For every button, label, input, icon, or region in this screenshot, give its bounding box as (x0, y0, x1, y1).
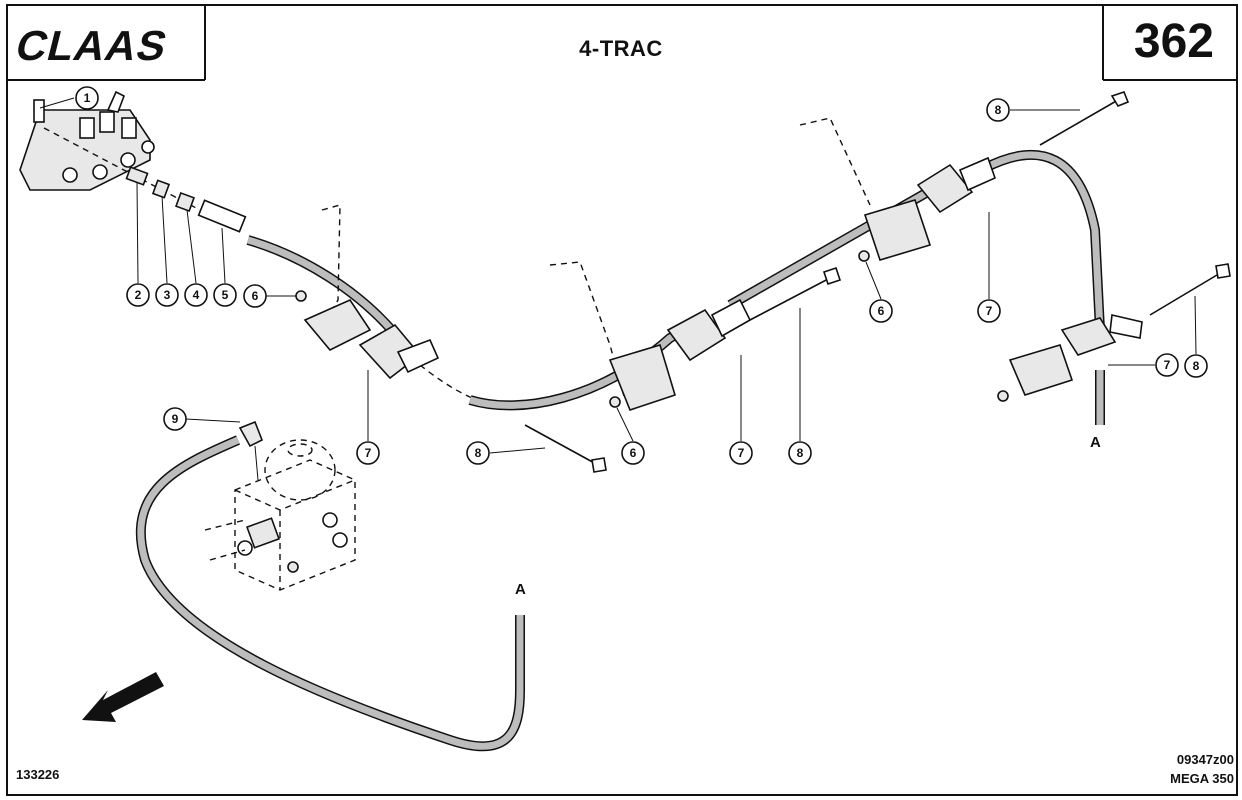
valve-block-lower (204, 420, 356, 591)
connection-label-a-upper: A (1090, 434, 1101, 451)
callout-1: 1 (75, 86, 99, 110)
callout-7-center: 7 (729, 441, 753, 465)
pipe-fittings (125, 166, 247, 233)
svg-text:7: 7 (365, 446, 372, 460)
svg-text:5: 5 (222, 288, 229, 302)
svg-text:3: 3 (164, 288, 171, 302)
callout-6-center: 6 (621, 441, 645, 465)
callout-8-right: 8 (1184, 354, 1208, 378)
callout-5: 5 (213, 283, 237, 307)
svg-text:6: 6 (630, 446, 637, 460)
pipe-clamps (358, 156, 1143, 396)
svg-text:8: 8 (797, 446, 804, 460)
callout-6-right: 6 (869, 299, 893, 323)
callout-7-left: 7 (356, 441, 380, 465)
svg-text:6: 6 (252, 289, 259, 303)
direction-arrow (82, 672, 164, 722)
hydraulic-pipe-main (246, 149, 1105, 425)
connection-label-a-lower: A (515, 581, 526, 598)
callout-3: 3 (155, 283, 179, 307)
drawing-sheet (6, 4, 1238, 796)
nuts (295, 250, 1009, 408)
svg-text:7: 7 (1164, 358, 1171, 372)
svg-text:4: 4 (193, 288, 200, 302)
drawing-reference-code: 09347z00 (1176, 752, 1234, 767)
svg-text:8: 8 (1193, 359, 1200, 373)
header-frame (8, 6, 1236, 81)
svg-text:CLAAS: CLAAS (11, 23, 172, 70)
bolts (524, 91, 1231, 473)
machine-model: MEGA 350 (1170, 771, 1234, 786)
callout-8-center: 8 (788, 441, 812, 465)
mounting-brackets (303, 117, 932, 411)
page-title: 4-TRAC (579, 36, 663, 61)
drawing-reference-left: 133226 (16, 767, 60, 782)
callout-4: 4 (184, 283, 208, 307)
svg-text:7: 7 (986, 304, 993, 318)
claas-logo: CLAAS (11, 23, 172, 70)
svg-text:2: 2 (135, 288, 142, 302)
callout-8-top: 8 (986, 98, 1010, 122)
callout-9: 9 (163, 407, 187, 431)
callout-2: 2 (126, 283, 150, 307)
callout-7-far-right: 7 (1155, 353, 1179, 377)
hydraulic-pipe-lower (135, 435, 525, 752)
svg-text:6: 6 (878, 304, 885, 318)
leader-lines (39, 97, 1197, 454)
svg-text:9: 9 (172, 412, 179, 426)
svg-text:7: 7 (738, 446, 745, 460)
callout-8-lower: 8 (466, 441, 490, 465)
svg-text:1: 1 (84, 91, 91, 105)
svg-text:8: 8 (995, 103, 1002, 117)
page-number: 362 (1133, 15, 1214, 68)
callout-7-upper-right: 7 (977, 299, 1001, 323)
callout-6-left: 6 (243, 284, 267, 308)
svg-text:8: 8 (475, 446, 482, 460)
valve-block-top (19, 90, 201, 211)
